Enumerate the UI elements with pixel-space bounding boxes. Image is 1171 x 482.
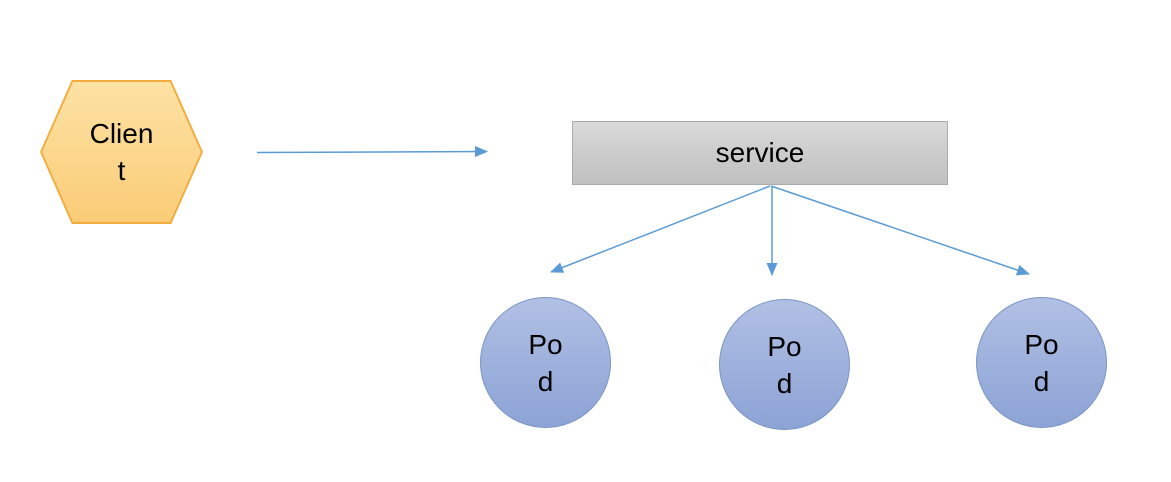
client-node: Clien t	[40, 80, 203, 224]
service-node: service	[572, 121, 948, 185]
pod-node-2: Po d	[719, 299, 850, 430]
client-node-label: Clien t	[89, 118, 154, 186]
client-to-service-arrow	[256, 146, 488, 158]
service-to-pod-3-arrow	[770, 185, 1030, 276]
pod-node-2-label: Po d	[767, 330, 802, 399]
pod-node-3-label: Po d	[1024, 328, 1059, 397]
client-node-fill	[42, 82, 201, 222]
pod-node-1-label: Po d	[528, 328, 563, 397]
pod-node-3: Po d	[976, 297, 1107, 428]
service-to-pod-1-arrow	[550, 185, 771, 273]
service-node-label: service	[715, 137, 805, 168]
pod-node-1: Po d	[480, 297, 611, 428]
